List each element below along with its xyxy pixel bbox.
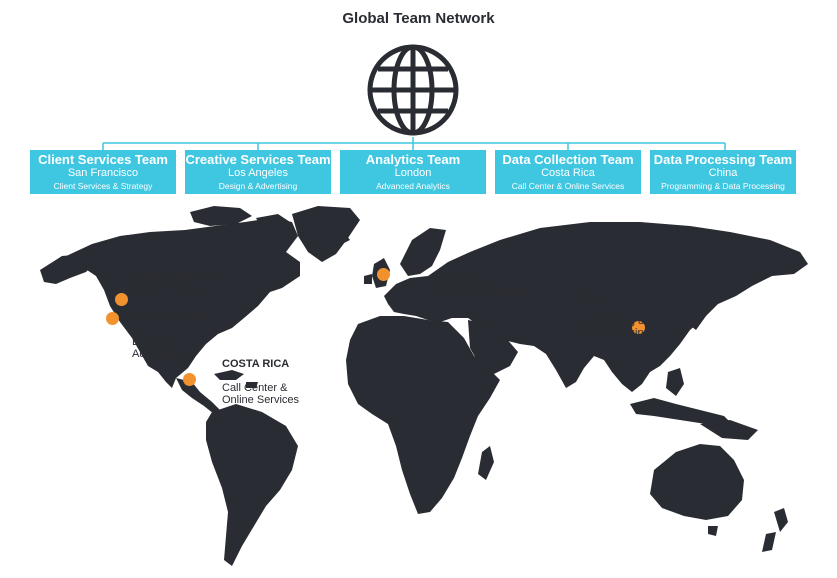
- connector-lines: [102, 137, 726, 150]
- team-city: Los Angeles: [228, 167, 288, 179]
- madagascar-landmass: [478, 446, 494, 480]
- team-city: San Francisco: [67, 167, 139, 179]
- location-name: LONDON: [436, 275, 484, 287]
- location-name: COSTA RICA: [222, 358, 290, 370]
- marker-london: [377, 268, 390, 281]
- location-desc: Call Center & Online Services: [222, 382, 300, 406]
- team-role: Client Services & Strategy: [53, 181, 153, 191]
- team-box-client-services: Client Services Team San Francisco Clien…: [30, 150, 176, 194]
- marker-los-angeles: [106, 312, 119, 325]
- label-london: LONDON Advanced Analytics: [436, 275, 531, 299]
- alaska-landmass: [40, 254, 96, 284]
- location-name: SAN FRANCISCO: [132, 270, 224, 282]
- label-los-angeles: LOS ANGELES Design & Advertising: [132, 300, 210, 372]
- north-america-landmass: [62, 218, 300, 388]
- eurasia-landmass: [384, 222, 808, 392]
- team-city: China: [708, 167, 738, 179]
- team-name: Creative Services Team: [185, 152, 331, 167]
- central-america-landmass: [176, 378, 220, 414]
- arabia-landmass: [468, 320, 518, 374]
- location-name: LOS ANGELES: [132, 312, 211, 324]
- marker-china: [632, 321, 645, 334]
- team-name: Data Processing Team: [653, 152, 793, 167]
- south-america-landmass: [206, 404, 298, 566]
- globe-icon: [367, 44, 459, 136]
- iceland-landmass: [328, 232, 350, 246]
- label-costa-rica: COSTA RICA Call Center & Online Services: [222, 346, 299, 418]
- team-box-analytics: Analytics Team London Advanced Analytics: [340, 150, 486, 194]
- team-box-creative-services: Creative Services Team Los Angeles Desig…: [185, 150, 331, 194]
- team-role: Design & Advertising: [218, 181, 298, 191]
- marker-costa-rica: [183, 373, 196, 386]
- africa-landmass: [346, 316, 500, 514]
- location-desc: Design & Advertising: [132, 336, 187, 360]
- team-role: Advanced Analytics: [376, 181, 450, 191]
- team-name: Analytics Team: [365, 152, 461, 167]
- team-name: Data Collection Team: [502, 152, 634, 167]
- label-san-francisco: SAN FRANCISCO Client Services: [132, 270, 224, 294]
- japan-landmass: [688, 290, 712, 330]
- team-city: London: [394, 167, 432, 179]
- marker-san-francisco: [115, 293, 128, 306]
- team-box-data-processing: Data Processing Team China Programming &…: [650, 150, 796, 194]
- world-map: [40, 206, 808, 566]
- team-role: Programming & Data Processing: [661, 181, 785, 191]
- new-zealand-landmass: [774, 508, 788, 532]
- label-china: CHINA Programming & Data Porcessing: [569, 279, 650, 351]
- indonesia-landmass: [630, 398, 732, 424]
- australia-landmass: [650, 444, 744, 520]
- location-desc: Advanced Analytics: [436, 287, 532, 299]
- location-desc: Client Services: [132, 282, 206, 294]
- team-name: Client Services Team: [38, 152, 168, 167]
- location-desc: Programming & Data Porcessing: [569, 315, 650, 339]
- arctic-islands: [190, 206, 252, 226]
- scandinavia-landmass: [400, 228, 446, 276]
- greenland-landmass: [292, 206, 360, 262]
- team-role: Call Center & Online Services: [511, 181, 625, 191]
- page-title: Global Team Network: [342, 10, 495, 27]
- location-name: CHINA: [569, 291, 604, 303]
- team-box-data-collection: Data Collection Team Costa Rica Call Cen…: [495, 150, 641, 194]
- team-city: Costa Rica: [541, 167, 595, 179]
